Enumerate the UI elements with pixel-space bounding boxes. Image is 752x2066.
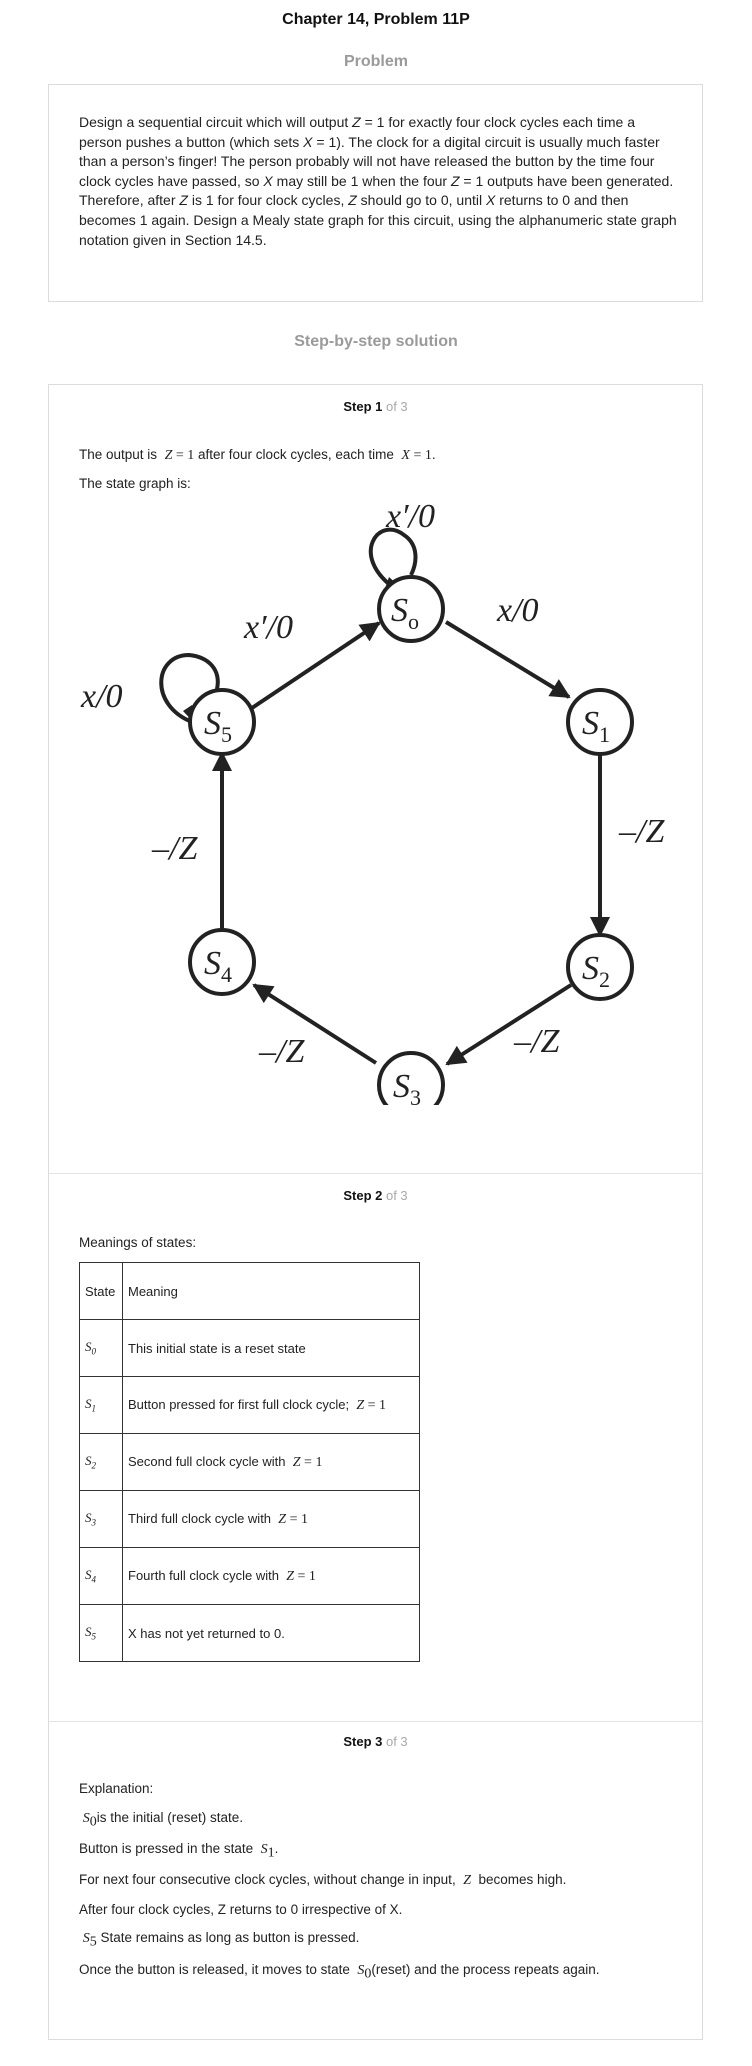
meaning-cell: X has not yet returned to 0.: [122, 1604, 420, 1662]
meaning-math: Z = 1: [278, 1511, 308, 1527]
state-s5: S5: [188, 688, 256, 756]
explanation-line-3: For next four consecutive clock cycles, …: [79, 1872, 567, 1888]
output-prefix: The output is: [79, 447, 158, 462]
label-s5-s0: x′/0: [243, 609, 293, 646]
meanings-intro: Meanings of states:: [79, 1235, 197, 1250]
state-s1: S1: [566, 688, 634, 756]
state-s0: So: [377, 575, 445, 643]
solution-heading: Step-by-step solution: [294, 333, 458, 350]
divider: [49, 1173, 702, 1174]
step-number: Step 3: [343, 1734, 383, 1749]
table-row: S2 Second full clock cycle with Z = 1: [79, 1433, 420, 1491]
state-cell: S0: [79, 1319, 123, 1377]
explanation-line-6: Once the button is released, it moves to…: [79, 1962, 600, 1982]
explanation-line-5: S5 State remains as long as button is pr…: [82, 1930, 360, 1950]
table-row: S3 Third full clock cycle with Z = 1: [79, 1490, 420, 1548]
explanation-line-4: After four clock cycles, Z returns to 0 …: [79, 1902, 403, 1917]
label-s4-s5: –/Z: [151, 830, 198, 867]
table-row: S0 This initial state is a reset state: [79, 1319, 420, 1377]
explanation-line-1: S0is the initial (reset) state.: [82, 1810, 244, 1830]
step-total: of 3: [382, 399, 408, 414]
meaning-cell: Second full clock cycle with Z = 1: [122, 1433, 420, 1491]
state-cell: S4: [79, 1547, 123, 1605]
output-middle: after four clock cycles, each time: [198, 447, 394, 462]
problem-text: Design a sequential circuit which will o…: [79, 114, 677, 248]
step1-output-line: The output is Z = 1 after four clock cyc…: [79, 447, 436, 464]
problem-panel: Design a sequential circuit which will o…: [48, 84, 703, 302]
table-row: S4 Fourth full clock cycle with Z = 1: [79, 1547, 420, 1605]
step-1-header: Step 1 of 3: [49, 399, 702, 414]
divider: [49, 1721, 702, 1722]
page-title: Chapter 14, Problem 11P: [282, 11, 470, 28]
edge-s3-s4: [252, 983, 378, 1065]
step-number: Step 2: [343, 1188, 383, 1203]
step-total: of 3: [382, 1188, 408, 1203]
step-number: Step 1: [343, 399, 383, 414]
state-cell: S2: [79, 1433, 123, 1491]
self-loop-s5: [159, 652, 220, 724]
label-s2-s3: –/Z: [513, 1023, 560, 1060]
meaning-cell: Third full clock cycle with Z = 1: [122, 1490, 420, 1548]
states-table: State Meaning S0 This initial state is a…: [79, 1262, 420, 1662]
meaning-math: Z = 1: [292, 1454, 323, 1470]
meaning-math: Z = 1: [286, 1568, 316, 1584]
meaning-cell: This initial state is a reset state: [122, 1319, 420, 1377]
state-cell: S1: [79, 1376, 123, 1434]
table-header-row: State Meaning: [79, 1262, 420, 1320]
edge-s5-s0: [247, 621, 381, 712]
label-s0-self: x′/0: [385, 498, 435, 535]
output-end: .: [431, 447, 436, 462]
output-math-x: X = 1: [401, 448, 432, 463]
table-header-meaning: Meaning: [122, 1262, 420, 1320]
edge-s2-s3: [445, 983, 573, 1066]
table-row: S5 X has not yet returned to 0.: [79, 1604, 420, 1662]
explanation-label: Explanation:: [79, 1781, 154, 1796]
label-s5-self: x/0: [80, 678, 123, 715]
table-header-state: State: [79, 1262, 123, 1320]
meaning-math: Z = 1: [356, 1397, 387, 1413]
step-2-header: Step 2 of 3: [49, 1188, 702, 1203]
label-s1-s2: –/Z: [618, 813, 665, 850]
step-3-header: Step 3 of 3: [49, 1734, 702, 1749]
explanation-line-2: Button is pressed in the state S1.: [79, 1841, 279, 1861]
step-total: of 3: [382, 1734, 408, 1749]
state-s3: S3: [377, 1051, 445, 1105]
state-s2: S2: [566, 933, 634, 1001]
state-cell: S3: [79, 1490, 123, 1548]
table-row: S1 Button pressed for first full clock c…: [79, 1376, 420, 1434]
label-s0-s1: x/0: [496, 592, 539, 629]
solution-panel: Step 1 of 3 The output is Z = 1 after fo…: [48, 384, 703, 2040]
problem-heading: Problem: [343, 53, 408, 70]
meaning-cell: Button pressed for first full clock cycl…: [122, 1376, 420, 1434]
output-math-z: Z = 1: [164, 448, 195, 463]
label-s3-s4: –/Z: [258, 1033, 305, 1070]
self-loop-s0: [369, 527, 418, 590]
state-s4: S4: [188, 928, 256, 996]
state-cell: S5: [79, 1604, 123, 1662]
meaning-cell: Fourth full clock cycle with Z = 1: [122, 1547, 420, 1605]
edge-s0-s1: [444, 620, 571, 699]
graph-intro: The state graph is:: [79, 476, 191, 491]
state-graph: So S1 S2 S3 S4 S5 x′/0 x′/0 x/0 x/0 –/Z …: [80, 498, 665, 1105]
